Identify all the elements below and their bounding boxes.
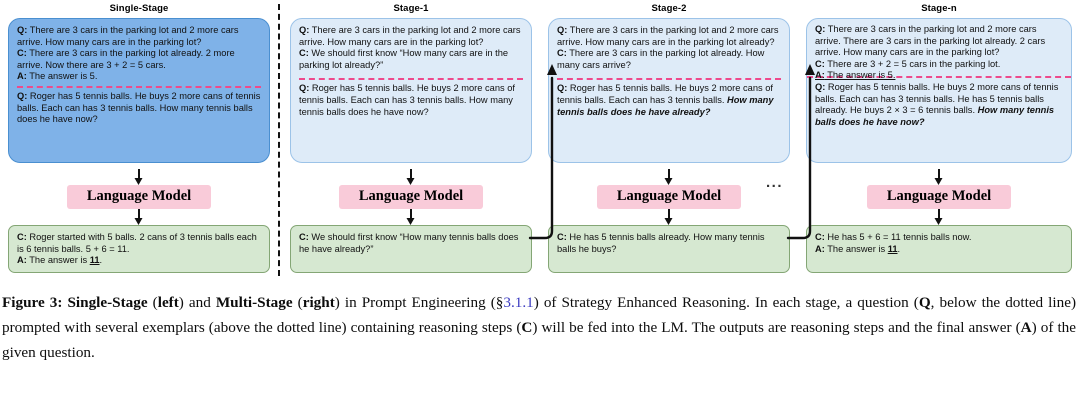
exemplar-line: C: There are 3 + 2 = 5 cars in the parki… <box>815 58 1001 69</box>
prompt-box: Q: There are 3 cars in the parking lot a… <box>806 18 1072 163</box>
emphasis-text: How many tennis balls does he have now? <box>815 105 1055 127</box>
caption-label: Figure 3: <box>2 294 63 311</box>
question-line: Q: Roger has 5 tennis balls. He buys 2 m… <box>299 83 515 117</box>
stage-title: Stage-n <box>921 3 957 14</box>
question-line: Q: Roger has 5 tennis balls. He buys 2 m… <box>557 83 774 117</box>
arrow-to-output <box>8 209 270 225</box>
exemplar-line: Q: There are 3 cars in the parking lot a… <box>299 25 521 47</box>
output-box: C: He has 5 tennis balls already. How ma… <box>548 225 790 273</box>
dotted-separator <box>17 85 261 88</box>
arrow-to-output <box>290 209 532 225</box>
stage-title: Stage-2 <box>651 3 687 14</box>
language-model-box: Language Model <box>339 185 483 209</box>
stage-ellipsis: ... <box>766 174 784 191</box>
exemplar-line: C: There are 3 cars in the parking lot a… <box>17 48 235 70</box>
arrow-to-output <box>806 209 1072 225</box>
output-line: A: The answer is 11. <box>815 243 901 254</box>
exemplar-line: A: The answer is 5. <box>815 70 896 81</box>
figure-panel: Single-Stage Q: There are 3 cars in the … <box>8 0 1072 276</box>
question-line: Q: Roger has 5 tennis balls. He buys 2 m… <box>17 90 261 125</box>
prompt-box: Q: There are 3 cars in the parking lot a… <box>290 18 532 163</box>
output-box: C: Roger started with 5 balls. 2 cans of… <box>8 225 270 273</box>
output-line: C: We should first know “How many tennis… <box>299 232 519 254</box>
language-model-box: Language Model <box>67 185 211 209</box>
arrow-to-lm <box>548 169 790 185</box>
stage-title: Single-Stage <box>109 3 169 14</box>
stage-stage-n: Stage-n Q: There are 3 cars in the parki… <box>806 0 1072 273</box>
exemplar-line: Q: There are 3 cars in the parking lot a… <box>557 25 779 47</box>
arrow-to-output <box>548 209 790 225</box>
language-model-box: Language Model <box>597 185 741 209</box>
exemplar-line: A: The answer is 5. <box>17 71 98 82</box>
final-answer: 11 <box>887 243 898 254</box>
caption-bold-multi-stage: Multi-Stage <box>215 294 293 311</box>
exemplar-line: Q: There are 3 cars in the parking lot a… <box>17 25 239 47</box>
emphasis-text: How many tennis balls does he have alrea… <box>557 94 774 117</box>
dotted-separator <box>557 78 781 81</box>
output-box: C: He has 5 + 6 = 11 tennis balls now. A… <box>806 225 1072 273</box>
output-line: C: He has 5 tennis balls already. How ma… <box>557 232 765 254</box>
question-line: Q: Roger has 5 tennis balls. He buys 2 m… <box>815 81 1059 127</box>
stage-single-stage: Single-Stage Q: There are 3 cars in the … <box>8 0 270 273</box>
dotted-separator <box>299 78 523 81</box>
output-line: C: He has 5 + 6 = 11 tennis balls now. <box>815 232 972 242</box>
output-line: A: The answer is 11. <box>17 255 103 266</box>
final-answer: 11 <box>89 255 100 266</box>
figure-caption: Figure 3: Single-Stage (left) and Multi-… <box>2 294 1077 361</box>
exemplar-line: C: There are 3 cars in the parking lot a… <box>557 48 765 70</box>
caption-bold-right: right <box>302 294 335 311</box>
caption-bold-q: Q <box>918 294 931 311</box>
output-box: C: We should first know “How many tennis… <box>290 225 532 273</box>
dotted-separator <box>807 76 1071 79</box>
arrow-to-lm <box>8 169 270 185</box>
language-model-box: Language Model <box>867 185 1011 209</box>
caption-bold-single-stage: Single-Stage <box>67 294 148 311</box>
stage-divider <box>278 4 280 276</box>
output-line: C: Roger started with 5 balls. 2 cans of… <box>17 232 257 254</box>
arrow-to-lm <box>806 169 1072 185</box>
prompt-box: Q: There are 3 cars in the parking lot a… <box>8 18 270 163</box>
exemplar-line: Q: There are 3 cars in the parking lot a… <box>815 24 1046 58</box>
stage-stage-2: Stage-2 Q: There are 3 cars in the parki… <box>548 0 790 273</box>
caption-bold-left: left <box>157 294 179 311</box>
caption-bold-a: A <box>1020 319 1032 336</box>
prompt-box: Q: There are 3 cars in the parking lot a… <box>548 18 790 163</box>
arrow-to-lm <box>290 169 532 185</box>
stage-stage-1: Stage-1 Q: There are 3 cars in the parki… <box>290 0 532 273</box>
stage-title: Stage-1 <box>393 3 429 14</box>
answer-over-separator: A: The answer is 5. <box>807 70 1071 82</box>
caption-bold-c: C <box>521 319 533 336</box>
section-link[interactable]: 3.1.1 <box>503 294 534 311</box>
exemplar-line: C: We should first know “How many cars a… <box>299 48 509 70</box>
